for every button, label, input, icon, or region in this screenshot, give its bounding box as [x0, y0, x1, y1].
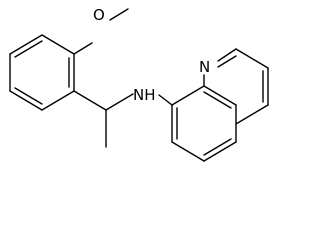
- structure-canvas: O NH N: [9, 6, 269, 162]
- bond: [203, 85, 237, 106]
- bond: [203, 91, 232, 109]
- bond: [171, 141, 205, 162]
- bond: [9, 90, 43, 111]
- bond: [217, 48, 237, 62]
- bond: [203, 138, 232, 156]
- molecule-structure: O NH N: [9, 6, 269, 162]
- bond: [203, 141, 237, 162]
- bond: [105, 93, 134, 111]
- amine-atom-label: NH: [133, 86, 156, 104]
- bond: [73, 42, 93, 55]
- bond: [9, 34, 43, 55]
- methoxyphenyl-ring: [9, 34, 75, 111]
- bond: [235, 104, 269, 125]
- quinoline-benzo-ring: [171, 85, 237, 162]
- ethylidene-linker: [73, 90, 134, 148]
- bond: [158, 94, 173, 106]
- nitrogen-atom-label: N: [199, 58, 210, 76]
- bond: [235, 48, 269, 69]
- bond: [41, 90, 75, 111]
- bond: [217, 55, 237, 68]
- bond: [109, 8, 129, 21]
- bond: [171, 85, 205, 106]
- methoxy-group: O: [73, 6, 129, 55]
- bond: [14, 40, 43, 58]
- oxygen-atom-label: O: [93, 6, 105, 24]
- bond: [73, 90, 107, 111]
- quinoline-pyridine-ring: N: [199, 48, 269, 125]
- bond: [14, 87, 43, 105]
- bond: [41, 34, 75, 55]
- amine-group: NH: [133, 86, 173, 106]
